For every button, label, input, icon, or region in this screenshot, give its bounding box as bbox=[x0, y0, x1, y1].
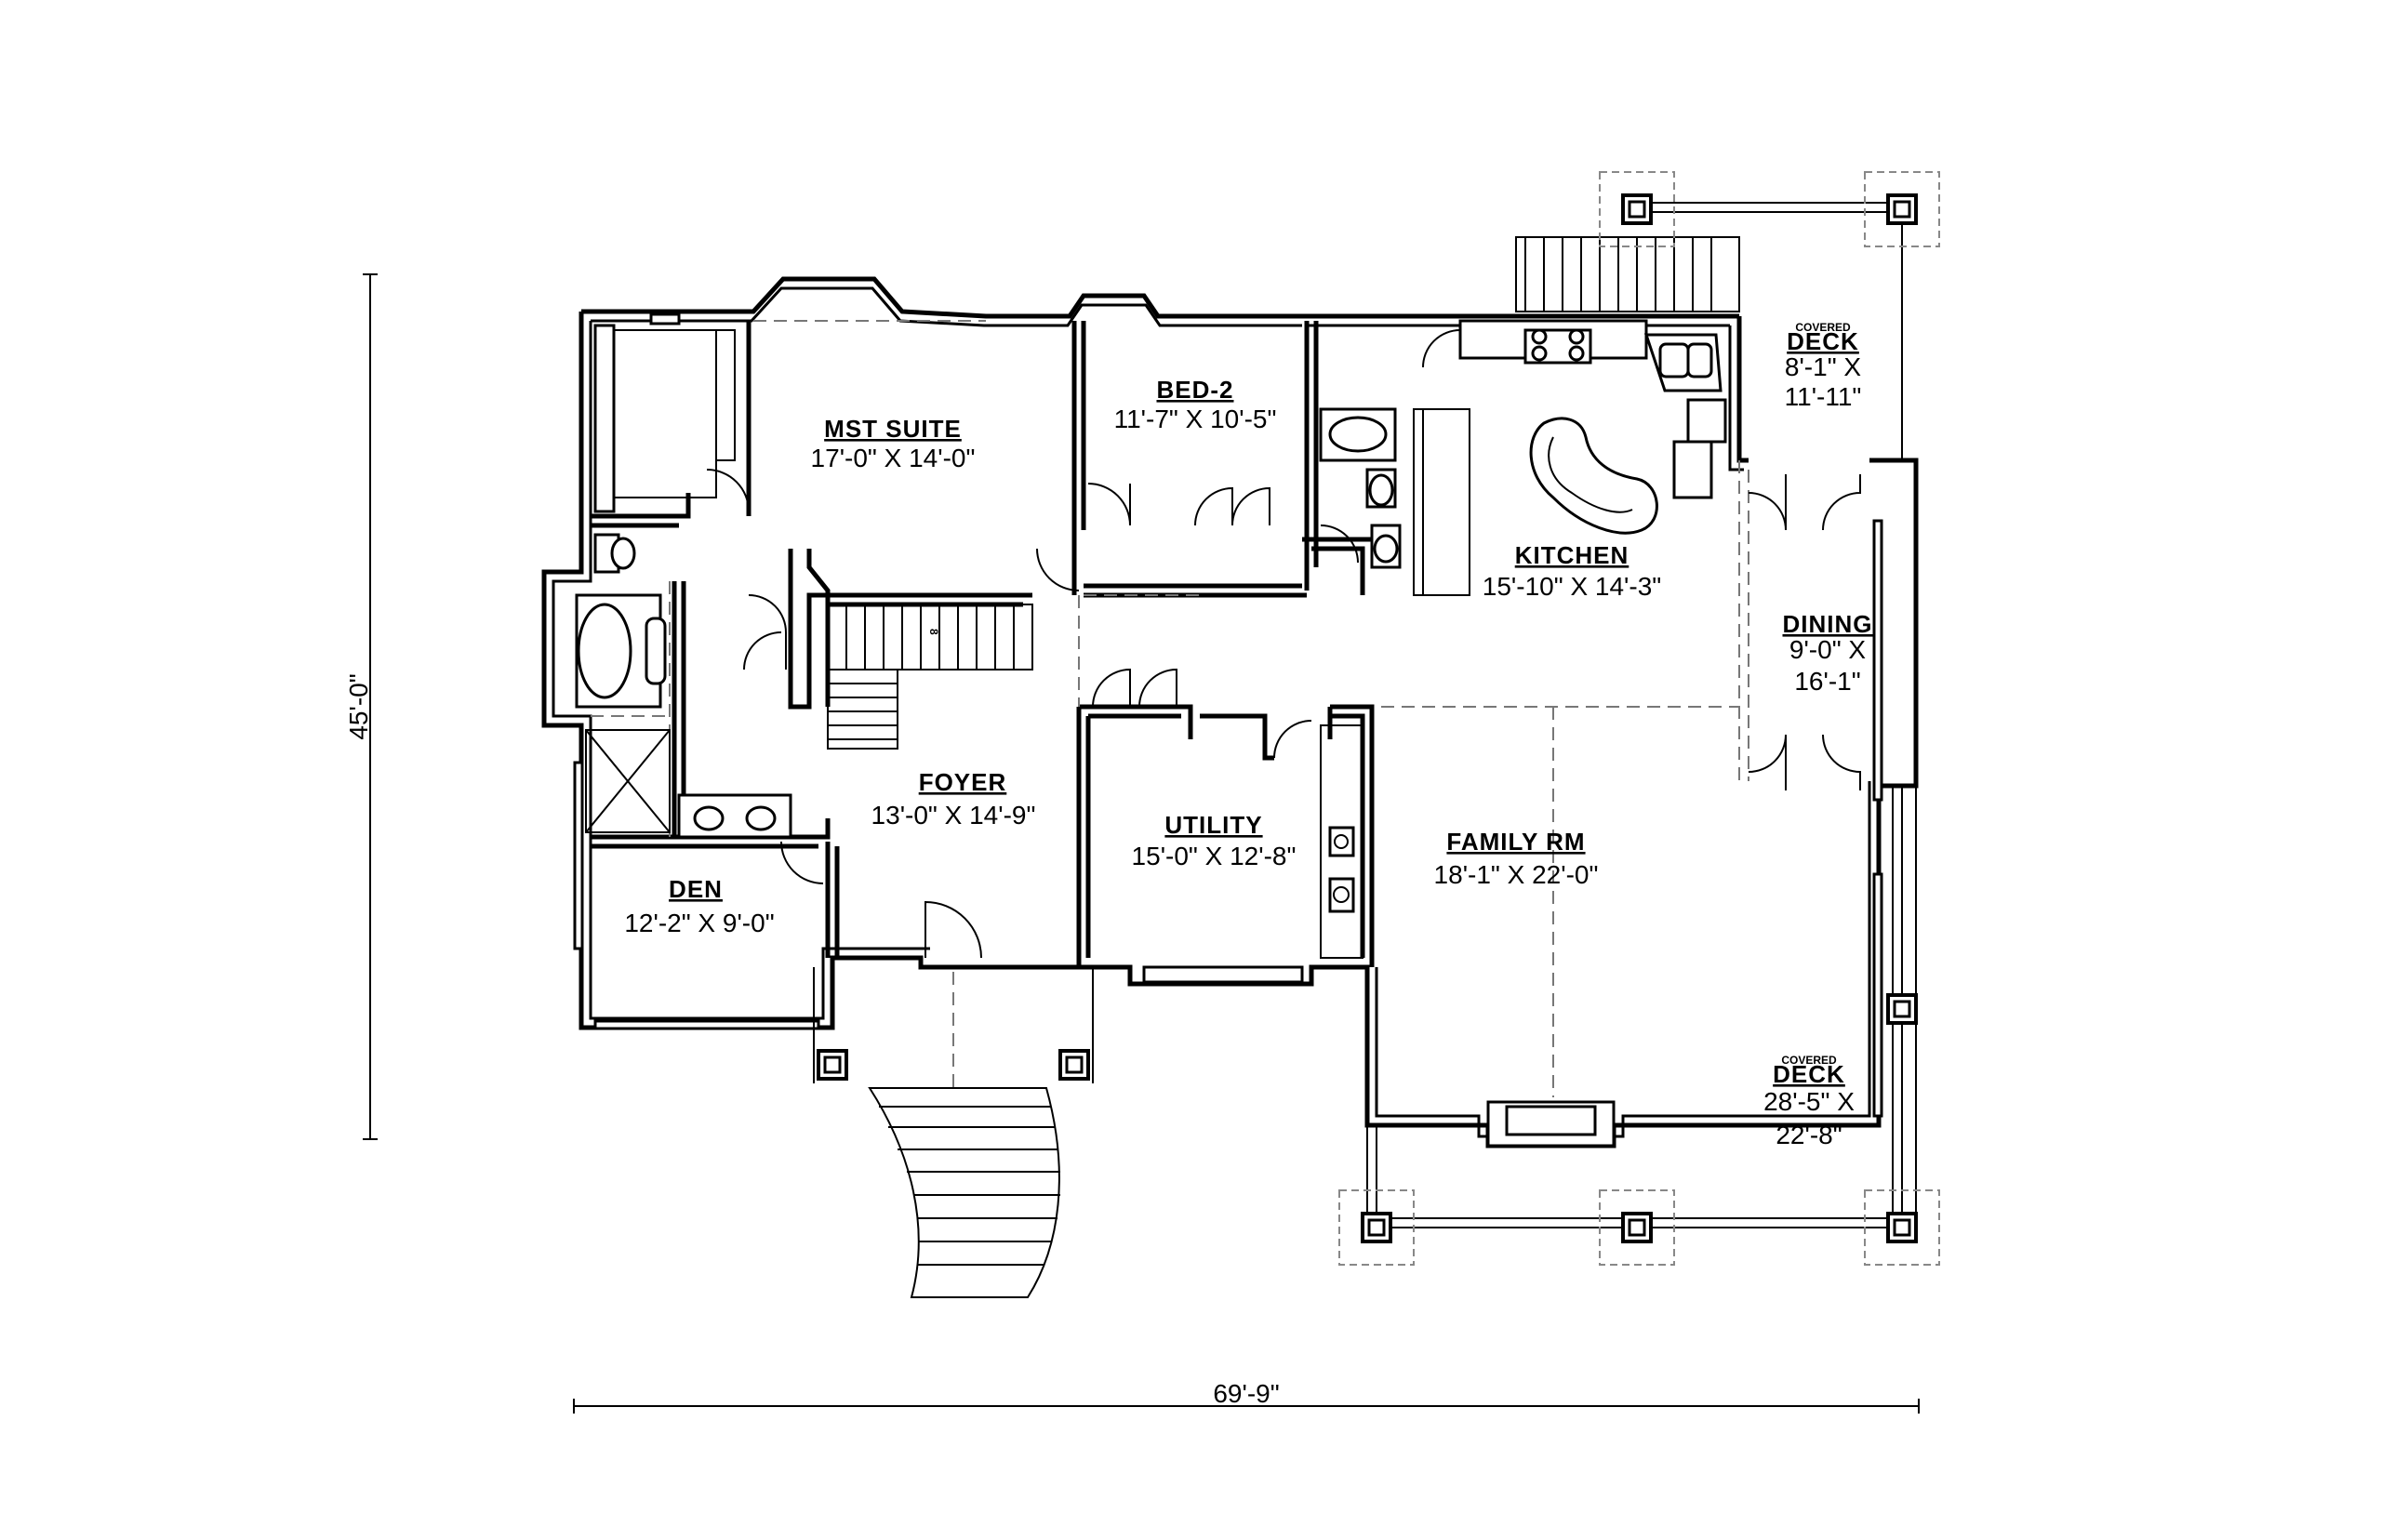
room-dims: 17'-0" X 14'-0" bbox=[811, 444, 976, 472]
room-dims: 11'-7" X 10'-5" bbox=[1114, 405, 1277, 433]
overall-depth-label: 45'-0" bbox=[344, 673, 373, 739]
room-name: DEN bbox=[669, 875, 723, 903]
room-name: KITCHEN bbox=[1515, 541, 1629, 569]
room-label-bed-2: BED-2 11'-7" X 10'-5" bbox=[1114, 376, 1277, 433]
deck-posts bbox=[813, 171, 1940, 1266]
room-caption: COVERED bbox=[1795, 321, 1851, 334]
room-name: FOYER bbox=[919, 768, 1007, 796]
room-label-kitchen: KITCHEN 15'-10" X 14'-3" bbox=[1483, 541, 1661, 601]
room-name: DECK bbox=[1787, 327, 1859, 355]
overall-width-label: 69'-9" bbox=[1213, 1379, 1279, 1408]
room-label-master-suite: MST SUITE 17'-0" X 14'-0" bbox=[811, 415, 976, 472]
room-name: BED-2 bbox=[1156, 376, 1233, 404]
utility-fixtures bbox=[1320, 724, 1363, 959]
interior-walls bbox=[591, 321, 1375, 967]
room-dims-line1: 8'-1" X bbox=[1785, 352, 1862, 381]
master-bath-fixtures bbox=[575, 312, 792, 839]
width-dimension: 69'-9" bbox=[573, 1379, 1920, 1414]
room-label-covered-deck-bottom: COVERED DECK 28'-5" X 22'-8" bbox=[1763, 1054, 1855, 1149]
windows bbox=[573, 519, 1883, 1118]
stair-step-label: 8 bbox=[927, 629, 940, 635]
door-swings bbox=[706, 329, 1861, 959]
room-dims-line2: 11'-11" bbox=[1785, 382, 1862, 411]
room-name: DECK bbox=[1773, 1060, 1845, 1088]
kitchen-fixtures bbox=[1319, 319, 1727, 596]
fireplace bbox=[1486, 1100, 1616, 1148]
room-dims: 12'-2" X 9'-0" bbox=[624, 909, 774, 937]
main-stair: 8 bbox=[827, 604, 1033, 750]
room-label-utility: UTILITY 15'-0" X 12'-8" bbox=[1132, 811, 1297, 870]
room-dims-line1: 28'-5" X bbox=[1763, 1087, 1855, 1116]
room-dims-line2: 22'-8" bbox=[1776, 1121, 1842, 1149]
front-curved-stair bbox=[868, 1087, 1060, 1298]
room-label-foyer: FOYER 13'-0" X 14'-9" bbox=[871, 768, 1036, 830]
room-dims: 15'-10" X 14'-3" bbox=[1483, 572, 1661, 601]
room-dims: 13'-0" X 14'-9" bbox=[871, 801, 1036, 830]
depth-dimension: 45'-0" bbox=[344, 273, 378, 1140]
room-name: UTILITY bbox=[1164, 811, 1262, 839]
room-dims-line1: 9'-0" X bbox=[1789, 635, 1867, 664]
room-name: DINING bbox=[1783, 610, 1873, 638]
room-dims: 15'-0" X 12'-8" bbox=[1132, 842, 1297, 870]
room-name: FAMILY RM bbox=[1446, 828, 1585, 856]
room-caption: COVERED bbox=[1781, 1054, 1837, 1067]
room-label-covered-deck-top: COVERED DECK 8'-1" X 11'-11" bbox=[1785, 321, 1862, 411]
room-label-dining: DINING 9'-0" X 16'-1" bbox=[1783, 610, 1873, 696]
room-label-family-room: FAMILY RM 18'-1" X 22'-0" bbox=[1434, 828, 1599, 889]
dashed-lines bbox=[591, 320, 1749, 1097]
room-dims: 18'-1" X 22'-0" bbox=[1434, 860, 1599, 889]
room-name: MST SUITE bbox=[824, 415, 962, 443]
deck-stair bbox=[1515, 236, 1740, 312]
room-dims-line2: 16'-1" bbox=[1794, 667, 1860, 696]
room-label-den: DEN 12'-2" X 9'-0" bbox=[624, 875, 774, 937]
